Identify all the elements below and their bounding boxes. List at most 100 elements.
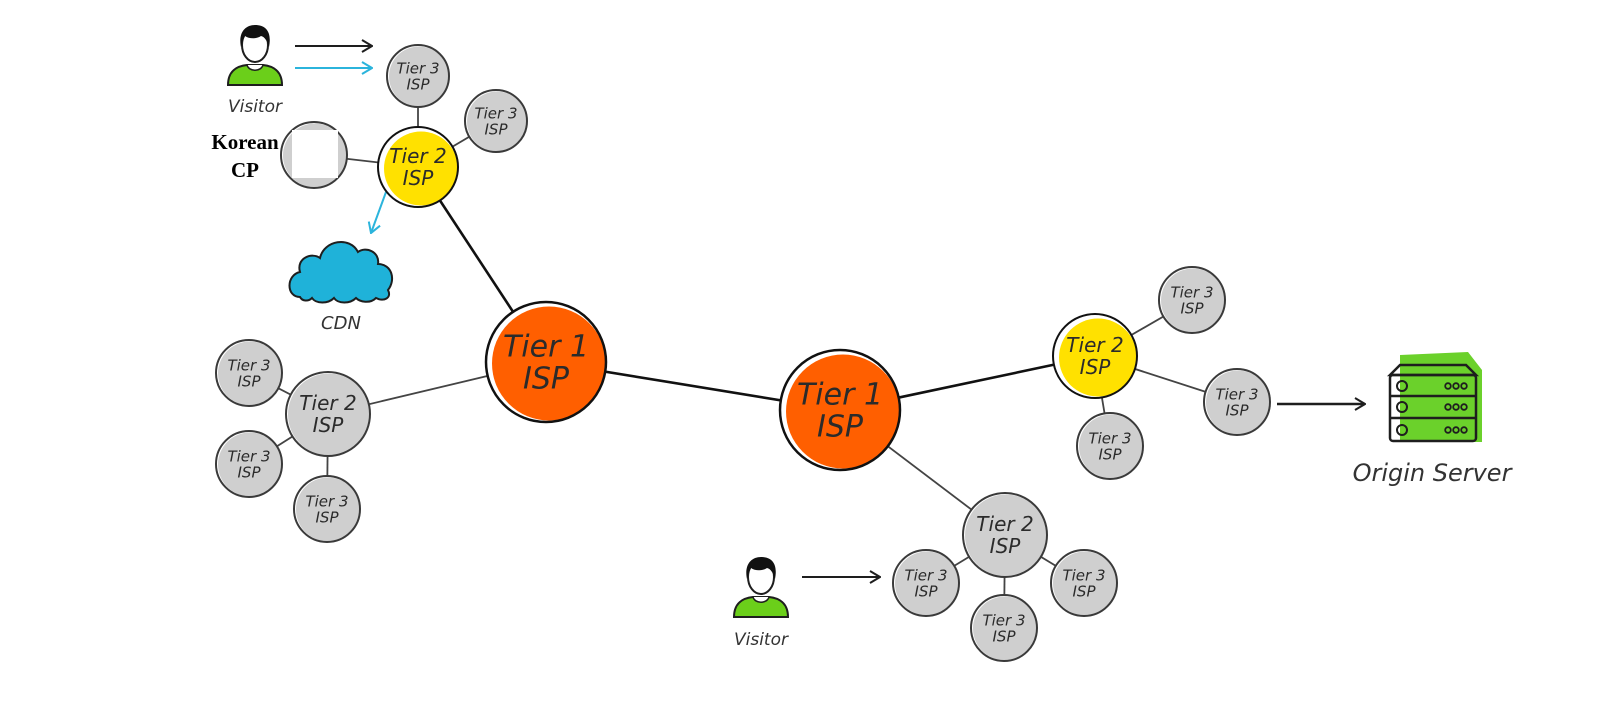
isp-label-line2: ISP (990, 534, 1022, 558)
visitor-top-label: Visitor (228, 97, 283, 117)
isp-label-line1: Tier 3 (305, 492, 348, 510)
node-outline (484, 300, 608, 424)
isp-label-line2: ISP (1099, 445, 1123, 463)
node-fill (965, 494, 1047, 577)
isp-label-line1: Tier 3 (1170, 283, 1213, 301)
korean-cp-label: Korean CP (205, 128, 285, 184)
node-fill (1206, 370, 1270, 435)
node-outline (1203, 368, 1271, 436)
isp-label-line1: Tier 3 (982, 611, 1025, 629)
cdn: CDN (288, 241, 394, 334)
isp-label-line1: Tier 2 (389, 144, 446, 168)
person-icon (732, 557, 790, 618)
flow-arrows (295, 46, 1365, 577)
isp-label-line1: Tier 3 (227, 356, 270, 374)
isp-label-line2: ISP (1073, 582, 1097, 600)
node-outline (215, 430, 283, 498)
isp-label-line2: ISP (403, 166, 435, 190)
node-fill (973, 596, 1037, 661)
node-fill (218, 341, 282, 406)
node-outline (280, 121, 348, 189)
isp-label-line1: Tier 1 (797, 378, 883, 413)
cdn-label: CDN (321, 313, 361, 334)
node-outline (778, 348, 902, 472)
isp-label-line1: Tier 2 (1066, 333, 1123, 357)
isp-label-line2: ISP (993, 627, 1017, 645)
isp-label-line1: Tier 3 (1088, 429, 1131, 447)
isp-label-line2: ISP (915, 582, 939, 600)
node-outline (293, 475, 361, 543)
korean-cp-logo-placeholder (292, 130, 338, 178)
isp-label-line2: ISP (1181, 299, 1205, 317)
node-outline (377, 126, 459, 208)
node-outline (1158, 266, 1226, 334)
origin-server-label: Origin Server (1353, 459, 1514, 487)
isp-label-line2: ISP (238, 372, 262, 390)
isp-label-line2: ISP (1226, 401, 1250, 419)
node-fill (467, 91, 527, 152)
cloud-icon (288, 241, 394, 304)
isp-label-line1: Tier 3 (904, 566, 947, 584)
isp-label-line1: Tier 2 (299, 391, 356, 415)
node-outline (215, 339, 283, 407)
flow-arrow-to-cdn (371, 191, 387, 233)
isp-label-line1: Tier 3 (1215, 385, 1258, 403)
node-outline (285, 371, 371, 457)
visitor-top: Visitor (226, 25, 284, 117)
node-outline (892, 549, 960, 617)
visitor-bottom-label: Visitor (734, 630, 789, 650)
isp-label-line1: Tier 3 (474, 104, 517, 122)
isp-label-line2: ISP (1080, 355, 1112, 379)
node-fill (895, 551, 959, 616)
isp-label-line2: ISP (238, 463, 262, 481)
isp-label-line1: Tier 2 (976, 512, 1033, 536)
node-fill (218, 432, 282, 497)
isp-label-line1: Tier 3 (227, 447, 270, 465)
isp-label-line2: ISP (407, 75, 431, 93)
isp-label-line1: Tier 3 (396, 59, 439, 77)
node-outline (962, 492, 1048, 578)
node-outline (1076, 412, 1144, 480)
korean-cp-label-line1: Korean (211, 130, 279, 154)
node-outline (386, 44, 450, 108)
node-outline (970, 594, 1038, 662)
node-fill (786, 354, 900, 469)
korean-cp-label-line2: CP (231, 158, 259, 182)
node-fill (1079, 414, 1143, 479)
node-fill (296, 477, 360, 542)
node-fill (288, 373, 370, 456)
server-icon (1386, 352, 1482, 443)
isp-label-line2: ISP (313, 413, 345, 437)
node-fill (1053, 551, 1117, 616)
node-outline (464, 89, 528, 153)
isp-label-line2: ISP (817, 410, 864, 445)
node-fill (1059, 318, 1137, 397)
visitor-bottom: Visitor (732, 557, 790, 650)
node-outline (1052, 313, 1138, 399)
isp-label-line1: Tier 3 (1062, 566, 1105, 584)
isp-label-line2: ISP (316, 508, 340, 526)
person-icon (226, 25, 284, 86)
node-fill (389, 46, 449, 107)
isp-label-line1: Tier 1 (503, 330, 589, 365)
node-outline (1050, 549, 1118, 617)
node-fill (384, 131, 458, 206)
isp-label-line2: ISP (485, 120, 509, 138)
